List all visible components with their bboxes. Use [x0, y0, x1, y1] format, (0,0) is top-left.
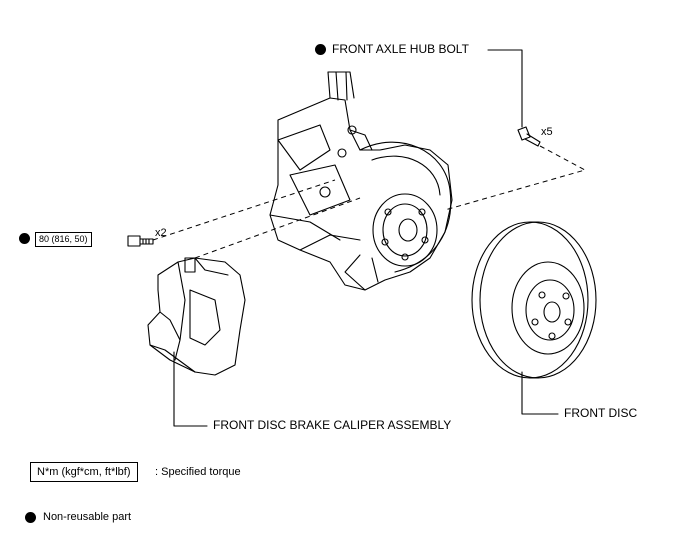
legend-non-reusable-dot-icon [25, 512, 36, 523]
disc-label: FRONT DISC [564, 406, 638, 420]
caliper-drawing [147, 257, 246, 376]
hub-bolt-dashed-line [444, 145, 587, 211]
hub-bolt-label: FRONT AXLE HUB BOLT [332, 42, 469, 56]
hub-bolt-leader [487, 49, 523, 128]
caliper-bolt-dashed-line-lower [194, 197, 361, 259]
knuckle-hub-assembly [269, 71, 453, 291]
legend-torque-unit-box: N*m (kgf*cm, ft*lbf) [30, 462, 138, 482]
caliper-bolt-drawing [127, 235, 154, 247]
caliper-leader [173, 351, 208, 427]
non-reusable-dot-icon [315, 44, 326, 55]
hub-bolt-qty: x5 [541, 126, 553, 138]
hub-bolt-drawing [517, 126, 541, 147]
front-disc-drawing [471, 221, 597, 379]
legend-nonreusable-desc: Non-reusable part [43, 511, 132, 523]
caliper-label: FRONT DISC BRAKE CALIPER ASSEMBLY [213, 418, 452, 432]
caliper-bolt-dashed-line-upper [152, 179, 336, 241]
disc-leader [521, 371, 559, 415]
caliper-bolt-qty: x2 [155, 227, 167, 239]
legend-torque-desc: : Specified torque [155, 466, 241, 478]
non-reusable-dot-icon [19, 233, 30, 244]
caliper-bolt-torque-box: 80 (816, 50) [35, 232, 92, 247]
